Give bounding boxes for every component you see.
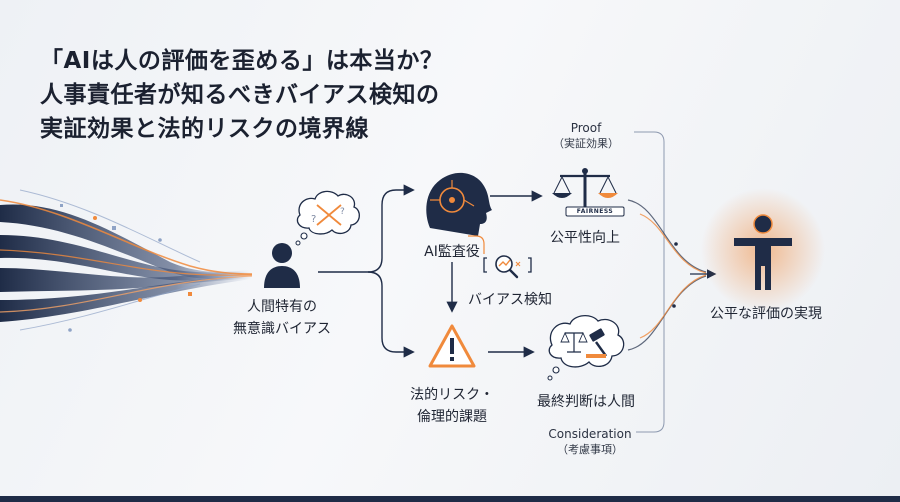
- ai-auditor-label: AI監査役: [424, 244, 480, 260]
- warning-icon: [428, 324, 476, 368]
- legal-risk-line-2: 倫理的課題: [417, 409, 487, 425]
- converge-lines: [627, 199, 717, 351]
- fairness-label: 公平性向上: [550, 230, 620, 246]
- bias-detection-label: バイアス検知: [468, 292, 552, 308]
- human-bias-label: 人間特有の 無意識バイアス: [226, 296, 338, 340]
- proof-title: Proof: [570, 121, 602, 135]
- connector-to-detection: [468, 235, 485, 254]
- title-line-2: 人事責任者が知るべきバイアス検知の: [40, 82, 440, 108]
- magnifier-icon: [483, 255, 532, 279]
- scale-icon: [552, 168, 625, 217]
- fairness-badge: FAIRNESS: [576, 208, 614, 215]
- ai-head-icon: [426, 172, 492, 236]
- branch-connector: [318, 184, 415, 358]
- proof-subtitle: （実証効果）: [553, 137, 619, 150]
- svg-text:?: ?: [311, 214, 316, 225]
- person-icon: [264, 243, 300, 288]
- title-line-3: 実証効果と法的リスクの境界線: [40, 116, 369, 142]
- consideration-subtitle: （考慮事項）: [557, 443, 623, 456]
- consideration-title: Consideration: [548, 427, 632, 441]
- wave-stream: [0, 189, 253, 332]
- confused-thought-icon: ? ?: [295, 190, 360, 246]
- fair-evaluation-label: 公平な評価の実現: [710, 306, 822, 322]
- fair-person-icon: [701, 188, 825, 312]
- legal-risk-label: 法的リスク・ 倫理的課題: [400, 384, 504, 428]
- human-bias-line-2: 無意識バイアス: [233, 321, 331, 337]
- proof-bracket: [634, 131, 665, 330]
- legal-risk-line-1: 法的リスク・: [410, 387, 494, 403]
- bottom-bar: [0, 496, 900, 502]
- page-title: 「AIは人の評価を歪める」は本当か？ 人事責任者が知るべきバイアス検知の 実証効…: [40, 44, 443, 146]
- title-line-1: 「AIは人の評価を歪める」は本当か？: [40, 48, 444, 74]
- consideration-bracket: [636, 330, 665, 433]
- gavel-thought-icon: [547, 315, 625, 381]
- svg-text:?: ?: [340, 207, 345, 217]
- final-judgment-label: 最終判断は人間: [537, 394, 635, 410]
- human-bias-line-1: 人間特有の: [247, 299, 317, 315]
